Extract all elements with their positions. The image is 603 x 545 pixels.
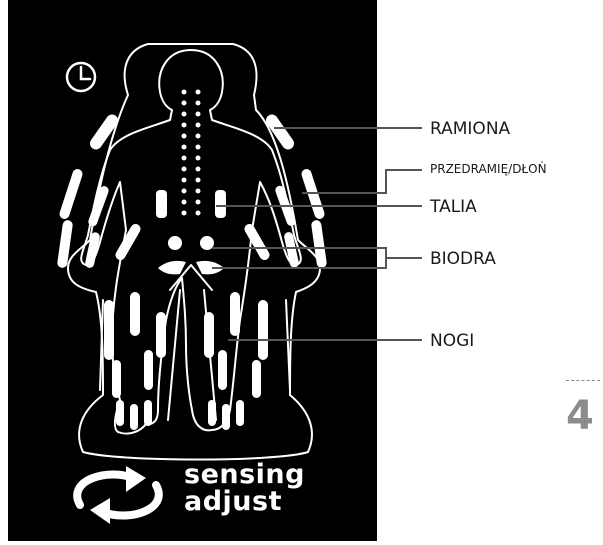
zone-label-hips: BIODRA — [430, 249, 496, 269]
page-number-divider — [566, 380, 600, 381]
zone-label-waist: TALIA — [430, 197, 477, 217]
zone-label-shoulders: RAMIONA — [430, 119, 510, 139]
callout-forearm — [302, 170, 422, 193]
zone-label-legs: NOGI — [430, 331, 474, 351]
page-number: 4 — [566, 394, 594, 438]
zone-label-forearm: PRZEDRAMIĘ/DŁOŃ — [430, 162, 547, 176]
callout-hips — [212, 248, 422, 268]
